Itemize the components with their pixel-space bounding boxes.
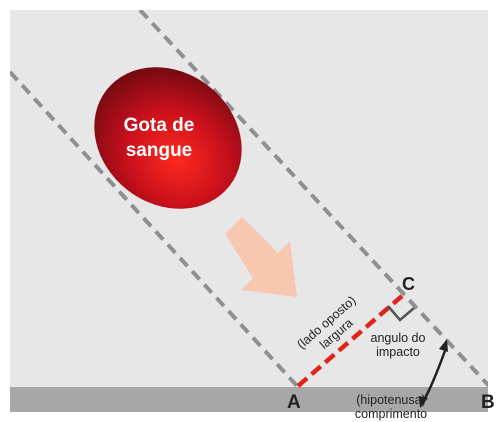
blood-drop-label-line2: sangue [126, 140, 193, 161]
arrow-down-right-icon [225, 217, 297, 297]
point-label-b: B [481, 392, 495, 413]
trajectory-line-right [138, 10, 488, 388]
diagram-background [10, 10, 488, 412]
opposite-side-line [296, 294, 404, 388]
impact-surface [10, 387, 488, 412]
blood-drop-label-line1: Gota de [124, 115, 195, 136]
impact-angle-label-line1: angulo do [371, 331, 426, 345]
hypotenuse-label-line1: (hipotenusa) [356, 393, 426, 407]
point-label-c: C [402, 274, 415, 294]
point-label-a: A [287, 392, 301, 413]
curved-double-arrow-icon [419, 339, 448, 408]
blood-drop [94, 67, 242, 209]
right-angle-marker-icon [387, 305, 415, 322]
impact-angle-label-line2: impacto [376, 345, 420, 359]
hypotenuse-label-line2: comprimento [355, 407, 427, 421]
